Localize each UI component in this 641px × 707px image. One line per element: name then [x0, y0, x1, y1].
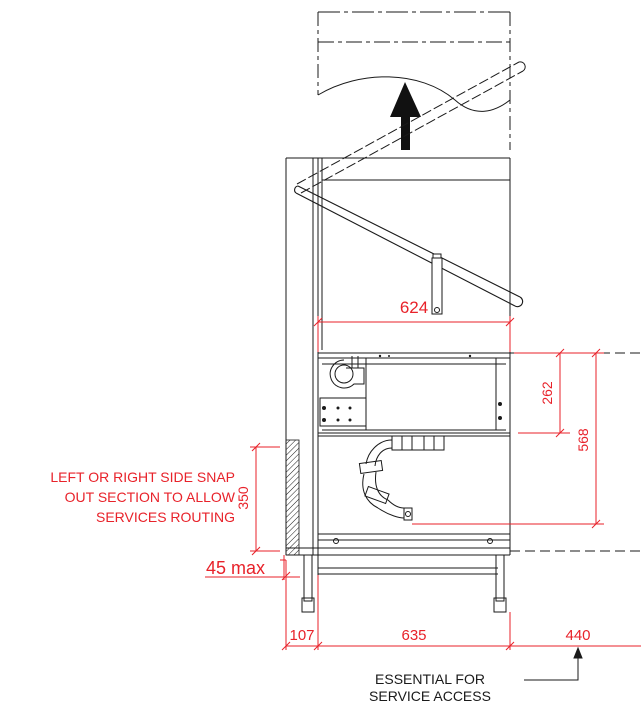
dimension-568-label: 568 — [575, 428, 591, 452]
lowered-handle — [294, 185, 524, 308]
wash-pump — [319, 356, 367, 427]
dimension-350 — [250, 442, 280, 556]
dimension-bottom-chain — [281, 560, 641, 651]
machine-legs — [301, 554, 507, 613]
snap-out-section — [285, 439, 300, 556]
snap-out-note: LEFT OR RIGHT SIDE SNAP OUT SECTION TO A… — [50, 469, 235, 525]
machine-base — [286, 533, 510, 556]
panel-screws — [322, 354, 502, 422]
dimension-624 — [313, 316, 515, 352]
dimension-440-label: 440 — [565, 627, 590, 644]
hood-latch — [431, 253, 443, 315]
dimension-635-label: 635 — [401, 627, 426, 644]
dimension-45max-label: 45 max — [206, 558, 265, 578]
snap-out-note-line-3: SERVICES ROUTING — [96, 509, 235, 525]
raised-hood-outline — [317, 11, 511, 150]
service-access-leader — [524, 646, 583, 681]
service-access-line-2: SERVICE ACCESS — [369, 688, 491, 704]
dimension-624-label: 624 — [400, 298, 428, 317]
snap-out-note-line-2: OUT SECTION TO ALLOW — [65, 489, 236, 505]
dimension-262-label: 262 — [539, 381, 555, 405]
dimension-568 — [412, 348, 604, 529]
service-access-line-1: ESSENTIAL FOR — [375, 671, 485, 687]
dimension-350-label: 350 — [235, 486, 251, 510]
raised-handle — [296, 61, 526, 194]
service-access-note: ESSENTIAL FOR SERVICE ACCESS — [369, 671, 491, 704]
machine-hood — [285, 157, 511, 555]
lift-arrow-icon — [390, 82, 421, 150]
drain-hose — [358, 435, 445, 521]
snap-out-note-line-1: LEFT OR RIGHT SIDE SNAP — [50, 469, 235, 485]
dimension-107-label: 107 — [289, 627, 314, 644]
dimension-262 — [514, 348, 570, 438]
